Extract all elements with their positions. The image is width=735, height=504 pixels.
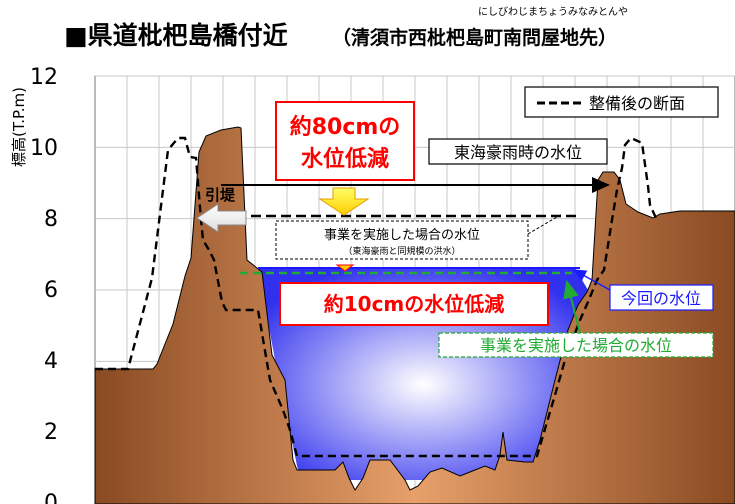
y-tick-label: 6 [44,278,58,303]
title-ruby: にしびわじまちょうみなみとんや [478,6,628,18]
current-level-callout: 今回の水位 [572,269,714,311]
reduction-10-box [279,282,549,326]
current-level-box [609,284,714,311]
reduction-80-callout: 約80cmの 水位低減 [275,101,415,181]
title-sub: （清須市西枇杷島町南問屋地先） [332,26,617,49]
levee-relocation-arrow-icon [196,203,247,233]
y-axis-label: 標高(T.P.m) [10,87,28,167]
title-main: ■県道枇杷島橋付近 [64,21,288,50]
current-level-pointer [572,269,611,291]
reduction-80-box [275,101,415,181]
reduction-80-line1: 約80cmの [290,114,401,140]
reduction-10-text: 約10cmの水位低減 [324,292,505,316]
legend-label: 整備後の断面 [589,94,685,113]
current-project-level-callout: 事業を実施した場合の水位 [438,280,714,358]
current-project-level-label: 事業を実施した場合の水位 [480,336,672,355]
y-tick-label: 2 [44,420,58,445]
y-tick-label: 10 [30,136,58,161]
levee-relocation-label: 引堤 [205,186,236,204]
current-project-level-box [438,332,714,358]
y-tick-label: 8 [44,207,58,232]
y-tick-label: 0 [44,491,58,504]
legend: 整備後の断面 [524,86,719,118]
y-tick-label: 12 [30,65,58,90]
small-reduction-arrow-icon [335,264,355,272]
current-project-level-pointer [563,280,581,334]
post-improvement-profile [95,136,658,458]
tokai-flood-callout: 東海豪雨時の水位 [428,138,608,165]
reduction-80-line2: 水位低減 [301,146,389,172]
legend-box [524,86,719,118]
current-level-label: 今回の水位 [621,289,701,308]
project-level-callout: 事業を実施した場合の水位 （東海豪雨と同規模の洪水） [275,213,563,260]
y-tick-label: 4 [44,349,58,374]
terrain-cross-section [94,126,735,504]
y-tick-labels: 12 10 8 6 4 2 0 [30,65,58,504]
project-level-note-text: （東海豪雨と同規模の洪水） [343,245,460,257]
project-level-pointer [527,213,563,235]
tokai-flood-label: 東海豪雨時の水位 [454,143,582,162]
project-level-box [275,220,529,260]
tokai-flood-box [428,138,608,165]
reduction-arrow-icon [318,187,370,216]
reduction-10-callout: 約10cmの水位低減 [279,282,549,326]
project-level-main-text: 事業を実施した場合の水位 [324,227,480,243]
